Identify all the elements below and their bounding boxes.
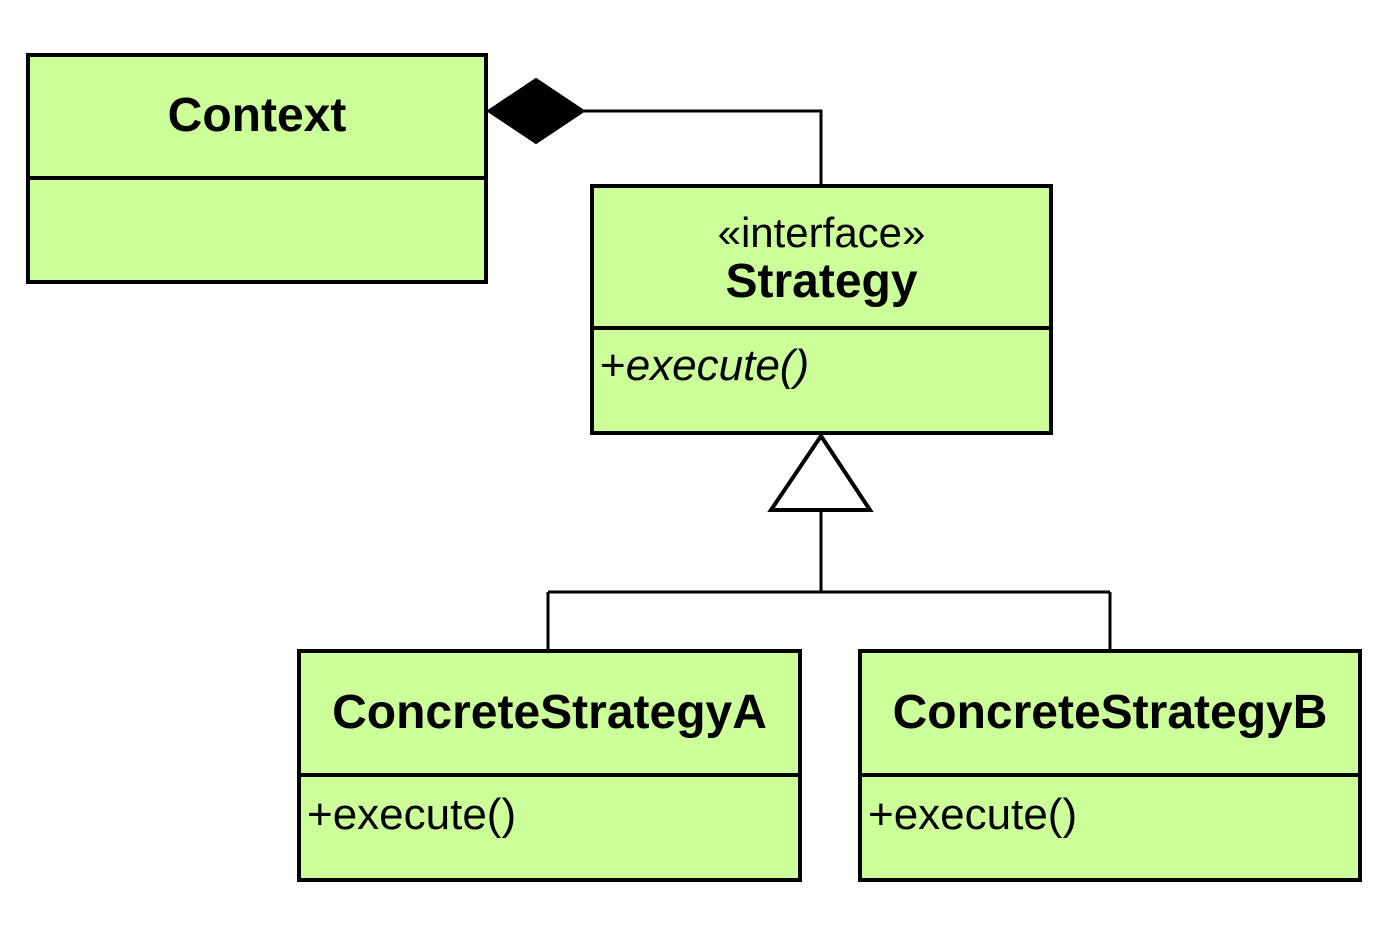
strategy-name-section: «interface» Strategy	[594, 188, 1049, 330]
context-class: Context	[26, 53, 488, 284]
concrete-b-operations-section: +execute()	[862, 777, 1358, 878]
strategy-stereotype: «interface»	[717, 208, 926, 256]
operation-name: execute()	[625, 341, 810, 390]
strategy-class-name: Strategy	[725, 254, 918, 308]
context-name-section: Context	[30, 57, 484, 180]
concrete-a-operations-section: +execute()	[301, 777, 798, 878]
concrete-b-class-name: ConcreteStrategyB	[892, 685, 1328, 739]
realization-triangle-icon	[767, 432, 874, 512]
concrete-b-operation: +execute()	[868, 790, 1078, 839]
strategy-operations-section: +execute()	[594, 330, 1049, 431]
strategy-operation: +execute()	[600, 341, 1049, 390]
context-class-name: Context	[167, 89, 347, 143]
strategy-interface: «interface» Strategy +execute()	[590, 184, 1053, 435]
concrete-strategy-b-class: ConcreteStrategyB +execute()	[858, 649, 1362, 882]
concrete-strategy-a-class: ConcreteStrategyA +execute()	[297, 649, 802, 882]
composition-diamond-icon	[486, 77, 586, 145]
composition-line	[584, 109, 823, 184]
concrete-a-operation: +execute()	[307, 790, 517, 839]
concrete-a-name-section: ConcreteStrategyA	[301, 653, 798, 777]
context-operations-section	[30, 180, 484, 280]
operation-visibility: +	[600, 341, 626, 390]
concrete-b-name-section: ConcreteStrategyB	[862, 653, 1358, 777]
concrete-a-class-name: ConcreteStrategyA	[332, 685, 767, 739]
